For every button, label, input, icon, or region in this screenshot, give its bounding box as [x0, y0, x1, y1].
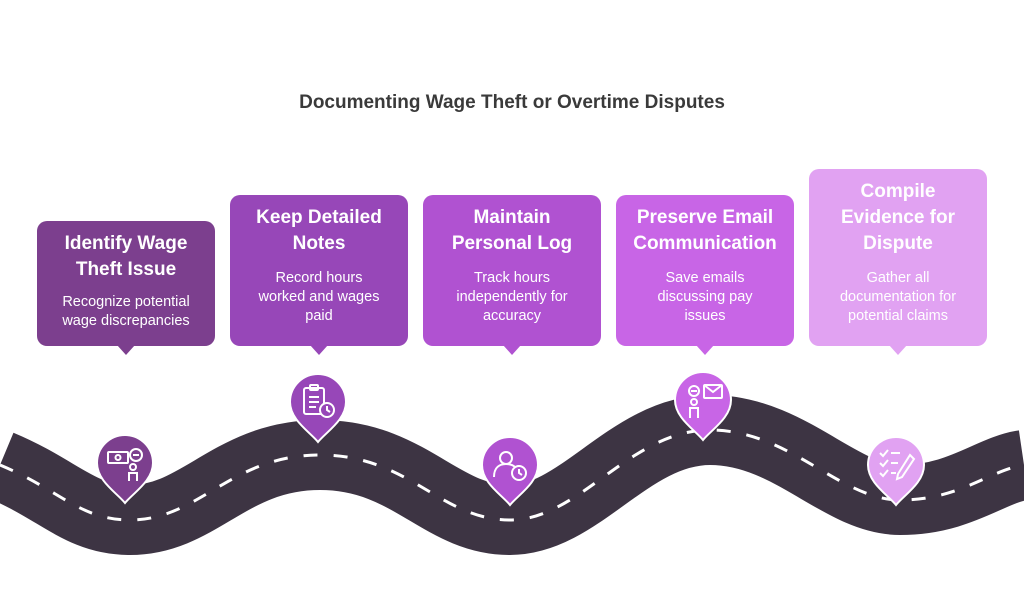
money-person-icon — [107, 448, 143, 481]
step-title: Compile Evidence for Dispute — [840, 181, 956, 254]
pin-step-3 — [480, 436, 540, 507]
pin-step-4 — [673, 371, 733, 442]
step-title: Keep Detailed Notes — [256, 207, 382, 254]
checklist-pen-icon — [879, 449, 916, 481]
clipboard-clock-icon — [303, 384, 335, 418]
step-description: Track hours independently for accuracy — [456, 270, 568, 324]
person-clock-icon — [493, 451, 527, 481]
step-card-3: Maintain Personal Log Track hours indepe… — [423, 195, 601, 355]
pin-step-5 — [866, 436, 926, 507]
step-description: Gather all documentation for potential c… — [839, 270, 957, 324]
pin-step-2 — [288, 373, 348, 444]
step-card-2: Keep Detailed Notes Record hours worked … — [230, 195, 408, 355]
step-card-5: Compile Evidence for Dispute Gather all … — [809, 169, 987, 355]
step-card-4: Preserve Email Communication Save emails… — [616, 195, 794, 355]
step-title: Maintain Personal Log — [451, 207, 573, 254]
step-title: Preserve Email Communication — [633, 207, 777, 254]
road-center-line — [0, 428, 1024, 522]
step-description: Recognize potential wage discrepancies — [62, 294, 190, 329]
step-title: Identify Wage Theft Issue — [64, 233, 188, 280]
pin-step-1 — [95, 434, 155, 505]
step-card-1: Identify Wage Theft Issue Recognize pote… — [37, 221, 215, 355]
person-email-icon — [688, 384, 723, 418]
step-description: Record hours worked and wages paid — [258, 270, 380, 324]
diagram-title: Documenting Wage Theft or Overtime Dispu… — [299, 92, 725, 113]
step-description: Save emails discussing pay issues — [657, 270, 753, 324]
